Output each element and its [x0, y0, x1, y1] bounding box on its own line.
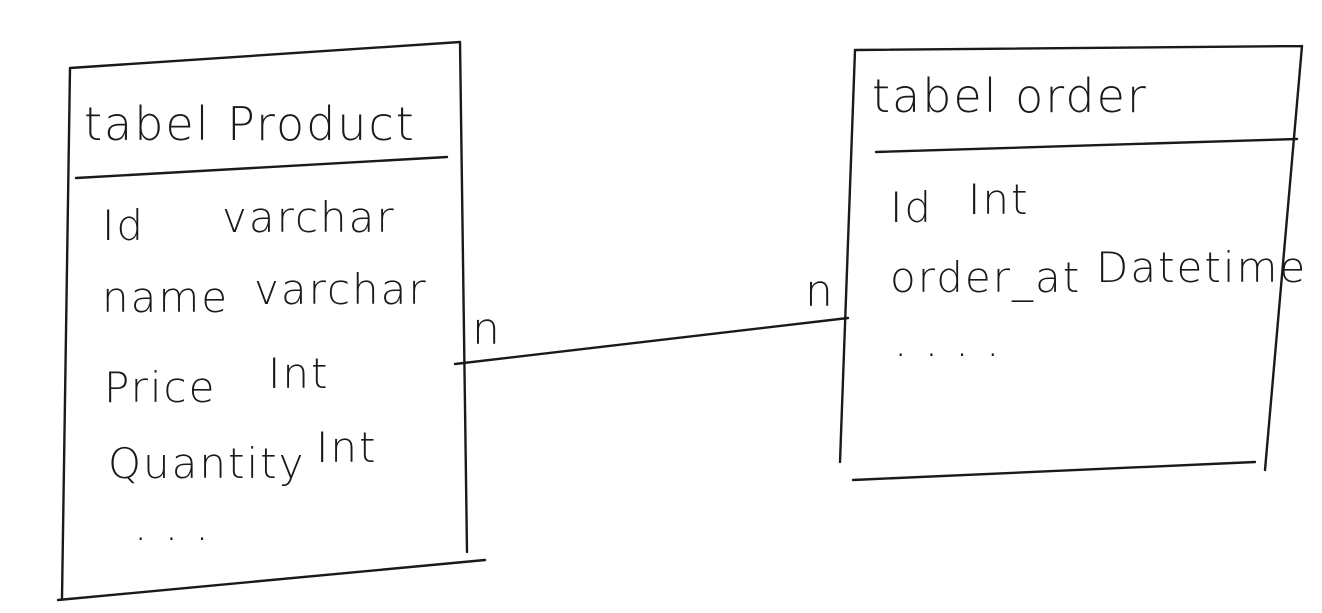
- order-field-id-type: Int: [968, 175, 1029, 224]
- order-field-id-name: Id: [890, 183, 933, 232]
- relationship-line: [453, 316, 850, 366]
- product-field-quantity-type: Int: [316, 423, 377, 472]
- product-field-price-name: Price: [104, 363, 216, 412]
- relationship-left-cardinality: n: [472, 304, 500, 355]
- product-field-quantity-name: Quantity: [108, 439, 306, 488]
- entity-product-title: tabel Product: [84, 97, 416, 151]
- relationship: n n: [453, 266, 850, 366]
- product-more-fields: . . .: [134, 501, 211, 550]
- order-more-fields: . . . .: [894, 317, 1001, 366]
- order-field-order-at-name: order_at: [890, 253, 1081, 302]
- entity-order-header-divider: [874, 137, 1299, 154]
- order-field-order-at-type: Datetime: [1096, 243, 1307, 292]
- relationship-right-cardinality: n: [805, 266, 833, 317]
- entity-order-title: tabel order: [872, 69, 1148, 123]
- product-field-id-type: varchar: [222, 193, 396, 242]
- entity-product: tabel Product Id varchar name varchar Pr…: [56, 40, 487, 602]
- product-field-id-name: Id: [102, 201, 145, 250]
- product-field-name-type: varchar: [254, 265, 428, 314]
- product-field-price-type: Int: [268, 349, 329, 398]
- entity-product-header-divider: [74, 155, 449, 180]
- product-field-name-name: name: [102, 273, 229, 322]
- entity-product-border: [56, 40, 487, 602]
- entity-order-border: [838, 44, 1304, 482]
- entity-order: tabel order Id Int order_at Datetime . .…: [838, 44, 1307, 482]
